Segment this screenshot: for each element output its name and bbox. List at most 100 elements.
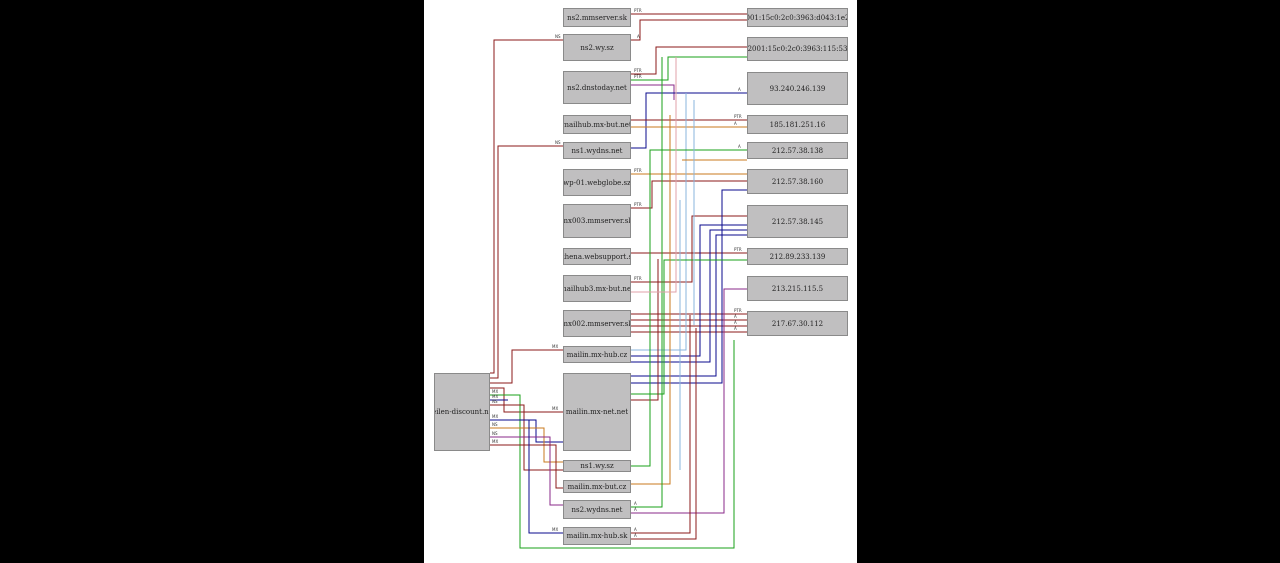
wire-29 bbox=[631, 93, 687, 351]
node-ns2-dnstoday[interactable]: ns2.dnstoday.net bbox=[563, 71, 631, 104]
node-ip4[interactable]: 212.57.38.160 bbox=[747, 169, 848, 194]
record-label: PTR bbox=[634, 202, 642, 207]
node-label: mailin.mx-but.cz bbox=[567, 482, 627, 491]
node-label: ns1.wy.sz bbox=[580, 462, 614, 470]
wire-32 bbox=[631, 234, 747, 377]
wire-43 bbox=[631, 57, 677, 293]
node-label: mailhub.mx-but.net bbox=[563, 120, 631, 129]
wire-2 bbox=[490, 145, 563, 379]
record-label: NS bbox=[555, 34, 561, 39]
node-label: 2001:15c0:2c0:3963:d043:1e28 bbox=[748, 13, 847, 22]
wire-35 bbox=[631, 259, 659, 401]
node-label: athena.websupport.sk bbox=[564, 252, 630, 261]
node-mailhub-mx-but-net[interactable]: mailhub.mx-but.net bbox=[563, 115, 631, 134]
record-label: PTR bbox=[734, 308, 742, 313]
node-wp01[interactable]: wp-01.webglobe.sz bbox=[563, 169, 631, 196]
node-label: 93.240.246.139 bbox=[769, 84, 826, 93]
wire-11 bbox=[490, 444, 563, 489]
node-label: ns2.wydns.net bbox=[571, 505, 623, 514]
node-label: wp-01.webglobe.sz bbox=[563, 178, 631, 187]
record-label: PTR bbox=[734, 114, 742, 119]
record-label: MX bbox=[492, 414, 498, 419]
record-label: NS bbox=[492, 399, 498, 404]
node-label: mailin.mx-hub.cz bbox=[566, 350, 628, 359]
node-mailhub3[interactable]: mailhub3.mx-but.net bbox=[563, 275, 631, 302]
wire-36 bbox=[631, 149, 747, 467]
wire-31 bbox=[631, 229, 747, 363]
record-label: A bbox=[634, 533, 637, 538]
record-label: MX bbox=[552, 344, 558, 349]
node-ip6b[interactable]: 2001:15c0:2c0:3963:115:53 bbox=[747, 37, 848, 61]
wire-37 bbox=[631, 115, 671, 485]
node-ip7[interactable]: 213.215.115.5 bbox=[747, 276, 848, 301]
node-label: 217.67.30.112 bbox=[771, 319, 824, 328]
node-ns1-wydns[interactable]: ns1.wydns.net bbox=[563, 142, 631, 159]
node-source[interactable]: zeilen-discount.net bbox=[434, 373, 490, 451]
node-mailin-hub-cz[interactable]: mailin.mx-hub.cz bbox=[563, 346, 631, 363]
node-label: mailhub3.mx-but.net bbox=[563, 284, 631, 293]
node-ns2-mms[interactable]: ns2.mmserver.sk bbox=[563, 8, 631, 27]
node-athena[interactable]: athena.websupport.sk bbox=[563, 248, 631, 265]
node-label: 213.215.115.5 bbox=[771, 284, 824, 293]
node-label: 212.57.38.160 bbox=[771, 177, 824, 186]
record-label: PTR bbox=[634, 168, 642, 173]
wire-8 bbox=[490, 419, 563, 443]
node-mailin-but-cz[interactable]: mailin.mx-but.cz bbox=[563, 480, 631, 493]
wire-3 bbox=[490, 349, 563, 384]
node-label: mx003.mmserver.sk bbox=[563, 217, 631, 225]
wire-41 bbox=[631, 328, 697, 540]
record-label: MX bbox=[552, 527, 558, 532]
record-label: NS bbox=[555, 140, 561, 145]
record-label: A bbox=[634, 507, 637, 512]
node-ns2-wy[interactable]: ns2.wy.sz bbox=[563, 34, 631, 61]
connection-wires: NSNSMXMXMXMXNSMXNSNSMXMXPTRAPTRPTRAPTRAP… bbox=[490, 8, 747, 549]
wire-22 bbox=[631, 180, 747, 209]
wire-17 bbox=[631, 84, 675, 100]
record-label: A bbox=[634, 501, 637, 506]
node-label: mailin.mx-net.net bbox=[565, 408, 629, 416]
node-ip1[interactable]: 93.240.246.139 bbox=[747, 72, 848, 105]
node-ip6[interactable]: 212.89.233.139 bbox=[747, 248, 848, 265]
record-label: PTR bbox=[634, 276, 642, 281]
record-label: MX bbox=[492, 394, 498, 399]
record-label: NS bbox=[492, 431, 498, 436]
node-label: 212.89.233.139 bbox=[769, 252, 826, 261]
node-label: ns2.mmserver.sk bbox=[567, 13, 627, 22]
record-label: MX bbox=[492, 389, 498, 394]
record-label: PTR bbox=[634, 68, 642, 73]
node-ip8[interactable]: 217.67.30.112 bbox=[747, 311, 848, 336]
record-label: PTR bbox=[734, 247, 742, 252]
wire-1 bbox=[490, 39, 563, 374]
wire-24 bbox=[631, 215, 747, 283]
record-label: PTR bbox=[634, 8, 642, 13]
node-mx002[interactable]: mx002.mmserver.sk bbox=[563, 310, 631, 337]
record-label: MX bbox=[492, 439, 498, 444]
wire-33 bbox=[631, 189, 747, 384]
record-label: A bbox=[634, 527, 637, 532]
node-label: mailin.mx-hub.sk bbox=[566, 532, 628, 540]
record-label: A bbox=[738, 87, 741, 92]
record-label: MX bbox=[552, 406, 558, 411]
node-ns2-wydns[interactable]: ns2.wydns.net bbox=[563, 500, 631, 519]
node-label: mx002.mmserver.sk bbox=[563, 319, 631, 328]
wire-40 bbox=[631, 315, 691, 534]
node-ip5[interactable]: 212.57.38.145 bbox=[747, 205, 848, 238]
node-label: ns2.wy.sz bbox=[580, 43, 614, 52]
node-mailin-mx-net[interactable]: mailin.mx-net.net bbox=[563, 373, 631, 451]
node-ip6a[interactable]: 2001:15c0:2c0:3963:d043:1e28 bbox=[747, 8, 848, 27]
node-label: 2001:15c0:2c0:3963:115:53 bbox=[747, 45, 848, 53]
node-ns1-wy[interactable]: ns1.wy.sz bbox=[563, 460, 631, 472]
wire-12 bbox=[528, 420, 563, 534]
node-label: ns1.wydns.net bbox=[571, 146, 623, 155]
node-mx003[interactable]: mx003.mmserver.sk bbox=[563, 204, 631, 238]
node-label: 212.57.38.145 bbox=[771, 217, 824, 226]
record-label: A bbox=[734, 326, 737, 331]
node-mailin-mx-hub-sk[interactable]: mailin.mx-hub.sk bbox=[563, 527, 631, 545]
record-label: A bbox=[734, 320, 737, 325]
node-ip3[interactable]: 212.57.38.138 bbox=[747, 142, 848, 159]
record-label: A bbox=[734, 314, 737, 319]
wire-30 bbox=[631, 224, 747, 357]
wire-34 bbox=[631, 259, 747, 395]
node-ip2[interactable]: 185.181.251.16 bbox=[747, 115, 848, 134]
